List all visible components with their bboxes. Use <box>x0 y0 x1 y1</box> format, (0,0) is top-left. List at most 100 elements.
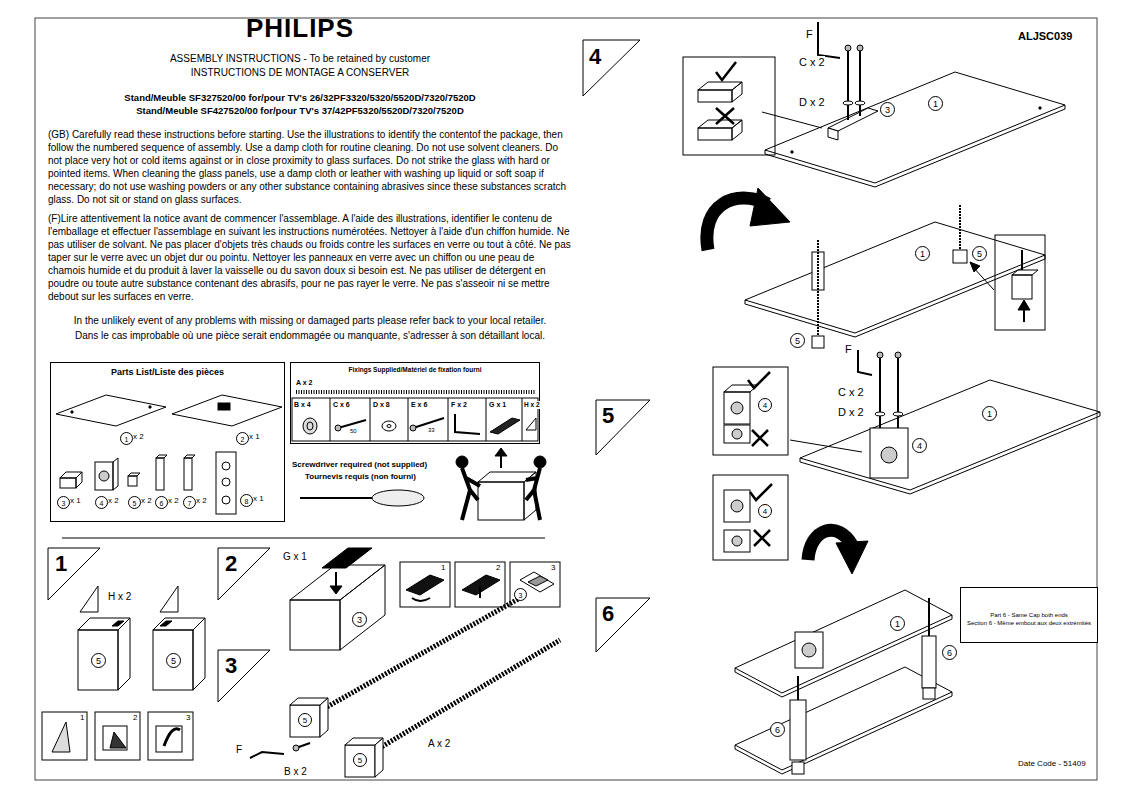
illustration-shape <box>373 640 560 752</box>
callout-number: 1 <box>915 246 930 261</box>
illustration-shape <box>732 82 742 102</box>
label-text: x 2 <box>108 496 119 506</box>
callout-number: 1 <box>982 406 997 421</box>
label-text: x 1 <box>253 494 264 504</box>
illustration-shape <box>765 105 1065 187</box>
label-text: C x 2 <box>838 386 864 400</box>
panel-text: Fixings Supplied/Matériel de fixation fo… <box>294 366 536 374</box>
label-text: D x 2 <box>838 406 864 420</box>
illustration-shape <box>95 712 140 760</box>
illustration-shape <box>292 398 538 441</box>
illustration-shape <box>410 425 416 431</box>
illustration-shape <box>716 62 736 80</box>
illustration-shape <box>731 402 743 414</box>
callout-number: 3 <box>352 612 367 627</box>
step-number: 5 <box>602 402 614 430</box>
label-text: 3 <box>551 563 555 573</box>
illustration-shape <box>60 478 76 488</box>
illustration-shape <box>156 726 182 752</box>
illustration-shape <box>791 151 793 153</box>
illustration-shape <box>290 565 385 600</box>
illustration-shape <box>877 352 883 358</box>
illustration-shape <box>156 458 164 490</box>
illustration-shape <box>35 18 1097 780</box>
label-text: 1 <box>441 563 445 573</box>
illustration-shape <box>80 586 98 612</box>
illustration-shape <box>193 618 205 690</box>
illustration-shape <box>486 398 487 441</box>
illustration-shape <box>732 536 742 546</box>
illustration-shape <box>724 425 750 443</box>
illustration-shape <box>160 586 178 612</box>
illustration-shape <box>455 562 505 607</box>
label-text: Date Code - 51409 <box>1018 759 1086 769</box>
label-text: 1 <box>80 713 84 723</box>
illustration-shape <box>462 468 480 520</box>
illustration-shape <box>156 455 167 458</box>
label-text: G x 1 <box>489 401 506 410</box>
illustration-shape <box>879 352 881 440</box>
label-text: 50 <box>350 428 357 436</box>
illustration-shape <box>71 411 73 413</box>
label-text: F <box>806 28 813 42</box>
illustration-shape <box>184 455 195 458</box>
illustration-shape <box>750 484 772 500</box>
callout-number: 7 <box>183 496 196 509</box>
illustration-shape <box>897 352 899 440</box>
illustration-shape <box>596 400 650 455</box>
label-text: 3 <box>186 713 190 723</box>
illustration-shape <box>735 692 952 774</box>
label-text: D x 2 <box>799 96 825 110</box>
illustration-shape <box>110 732 126 748</box>
illustration-shape <box>745 255 1045 337</box>
illustration-shape <box>478 482 524 520</box>
illustration-shape <box>218 403 230 410</box>
illustration-shape <box>1021 250 1023 270</box>
illustration-shape <box>881 447 897 463</box>
illustration-shape <box>724 392 750 424</box>
illustration-shape <box>855 101 865 105</box>
illustration-shape <box>99 471 109 481</box>
illustration-shape <box>406 575 444 595</box>
illustration-shape <box>922 636 936 688</box>
illustration-group <box>35 18 1100 780</box>
callout-number: 3 <box>514 588 527 601</box>
callout-number: 5 <box>298 713 312 727</box>
illustration-shape <box>293 745 299 751</box>
illustration-shape <box>802 643 816 657</box>
callout-number: 3 <box>880 102 895 117</box>
instruction-text: Stand/Meuble SF427520/00 for/pour TV's 3… <box>40 104 560 117</box>
label-text: H x 2 <box>108 591 131 604</box>
illustration-shape <box>870 428 908 478</box>
illustration-shape <box>300 497 372 499</box>
label-text: x 1 <box>249 432 260 442</box>
callout-number: 8 <box>240 494 253 507</box>
illustration-shape <box>112 621 124 626</box>
illustration-shape <box>400 562 450 607</box>
callout-number: 5 <box>353 753 367 767</box>
label-text: F <box>236 744 242 757</box>
label-text: C x 2 <box>799 56 825 70</box>
illustration-shape <box>382 421 396 431</box>
illustration-shape <box>510 562 560 607</box>
callout-number: 6 <box>155 496 168 509</box>
illustration-shape <box>103 726 127 750</box>
illustration-shape <box>303 418 317 434</box>
callout-number: 6 <box>770 722 785 737</box>
illustration-shape <box>216 452 236 514</box>
illustration-shape <box>792 762 804 774</box>
illustration-shape <box>812 336 824 348</box>
illustration-shape <box>412 598 430 601</box>
illustration-shape <box>735 615 952 697</box>
illustration-shape <box>148 712 193 760</box>
illustration-shape <box>218 548 270 600</box>
callout-number: 3 <box>57 496 70 509</box>
illustration-shape <box>731 500 743 512</box>
illustration-shape <box>338 420 366 428</box>
label-text: E x 6 <box>411 401 427 410</box>
illustration-shape <box>455 414 480 434</box>
illustration-shape <box>1012 270 1038 275</box>
illustration-shape <box>526 418 536 430</box>
illustration-shape <box>56 395 166 426</box>
